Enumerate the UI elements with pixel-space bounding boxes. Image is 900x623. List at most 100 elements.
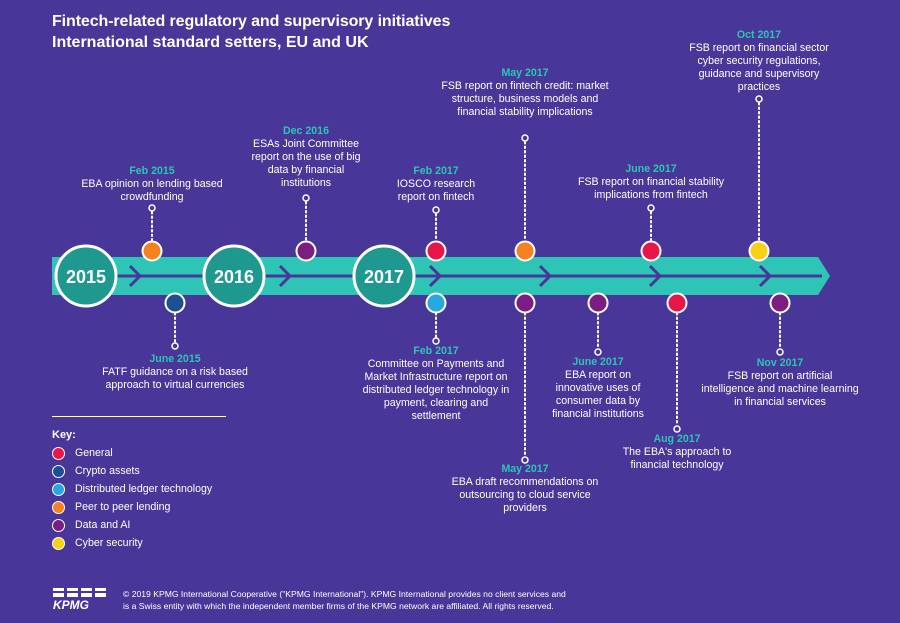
year-label-2016: 2016	[214, 267, 254, 287]
event-description: ESAs Joint Committee report on the use o…	[251, 138, 361, 189]
copyright-notice: © 2019 KPMG International Cooperative ("…	[123, 588, 683, 612]
event-description: EBA draft recommendations on outsourcing…	[451, 476, 599, 514]
event-marker	[514, 292, 536, 314]
event-description: IOSCO research report on fintech	[396, 178, 476, 203]
event-description: FATF guidance on a risk based approach t…	[102, 366, 248, 391]
event-date: Oct 2017	[736, 29, 782, 41]
key-label: Peer to peer lending	[75, 501, 171, 513]
key-swatch	[52, 536, 65, 550]
year-circle-2015	[54, 244, 118, 308]
event-marker	[666, 292, 688, 314]
event-connector-end	[302, 194, 310, 202]
event-connector-end	[673, 425, 681, 433]
event-description: FSB report on financial stability implic…	[577, 176, 725, 201]
event-marker	[295, 240, 317, 262]
year-label-2015: 2015	[66, 267, 106, 287]
event-date: Dec 2016	[283, 125, 329, 137]
event-marker	[748, 240, 770, 262]
key-item-general: General	[52, 444, 212, 462]
event-date: Feb 2017	[413, 345, 459, 357]
event-connector-end	[521, 456, 529, 464]
event-date: Aug 2017	[653, 433, 701, 445]
event-description: EBA opinion on lending based crowdfundin…	[81, 178, 223, 203]
event-date: May 2017	[501, 67, 549, 79]
event-marker	[141, 240, 163, 262]
event-connector-end	[148, 204, 156, 212]
event-date: Feb 2015	[129, 165, 175, 177]
event-marker	[514, 240, 536, 262]
logo-text: KPMG	[53, 598, 89, 610]
year-label-2017: 2017	[364, 267, 404, 287]
key-item-crypto: Crypto assets	[52, 462, 212, 480]
event-description: FSB report on financial sector cyber sec…	[689, 42, 829, 93]
event-marker	[164, 292, 186, 314]
key-swatch	[52, 446, 65, 460]
event-description: FSB report on fintech credit: market str…	[441, 80, 609, 118]
page-title: Fintech-related regulatory and superviso…	[52, 13, 451, 30]
event-date: June 2015	[149, 353, 201, 365]
event-date: May 2017	[501, 463, 549, 475]
key-item-p2p: Peer to peer lending	[52, 498, 212, 516]
key-swatch	[52, 518, 65, 532]
key-label: General	[75, 447, 113, 459]
key-label: Cyber security	[75, 537, 143, 549]
event-marker	[587, 292, 609, 314]
key-swatch	[52, 482, 65, 496]
event-connector-end	[521, 134, 529, 142]
band-arrow-chevron	[538, 264, 553, 288]
copyright-line-1: © 2019 KPMG International Cooperative ("…	[123, 589, 566, 599]
key-item-dlt: Distributed ledger technology	[52, 480, 212, 498]
key-title: Key:	[52, 429, 76, 441]
event-connector-end	[647, 204, 655, 212]
event-connector-end	[776, 348, 784, 356]
key-swatch	[52, 464, 65, 478]
event-connector-end	[432, 337, 440, 345]
band-arrow-chevron	[758, 264, 773, 288]
year-circle-2017	[352, 244, 416, 308]
band-arrow-chevron	[648, 264, 663, 288]
event-connector-end	[171, 342, 179, 350]
copyright-line-2: is a Swiss entity with which the indepen…	[123, 601, 554, 611]
event-description: FSB report on artificial intelligence an…	[701, 370, 859, 408]
year-circle-2016	[202, 244, 266, 308]
key-divider	[52, 416, 226, 417]
event-marker	[425, 292, 447, 314]
event-connector-end	[755, 95, 763, 103]
key-label: Data and AI	[75, 519, 131, 531]
band-arrow-chevron	[428, 264, 443, 288]
event-marker	[425, 240, 447, 262]
event-date: June 2017	[572, 356, 624, 368]
event-date: Feb 2017	[413, 165, 459, 177]
key-label: Crypto assets	[75, 465, 140, 477]
event-marker	[640, 240, 662, 262]
band-arrow-chevron	[128, 264, 143, 288]
event-date: June 2017	[625, 163, 677, 175]
event-description: The EBA's approach to financial technolo…	[622, 446, 732, 471]
event-description: EBA report on innovative uses of consume…	[552, 369, 644, 420]
page-subtitle: International standard setters, EU and U…	[52, 34, 369, 51]
band-arrow-chevron	[278, 264, 293, 288]
key-label: Distributed ledger technology	[75, 483, 213, 495]
event-description: Committee on Payments and Market Infrast…	[362, 358, 510, 422]
event-connector-end	[432, 206, 440, 214]
key-swatch	[52, 500, 65, 514]
key-item-cyber: Cyber security	[52, 534, 212, 552]
kpmg-logo: KPMG	[53, 588, 106, 610]
key-item-data: Data and AI	[52, 516, 212, 534]
event-connector-end	[594, 348, 602, 356]
event-marker	[769, 292, 791, 314]
